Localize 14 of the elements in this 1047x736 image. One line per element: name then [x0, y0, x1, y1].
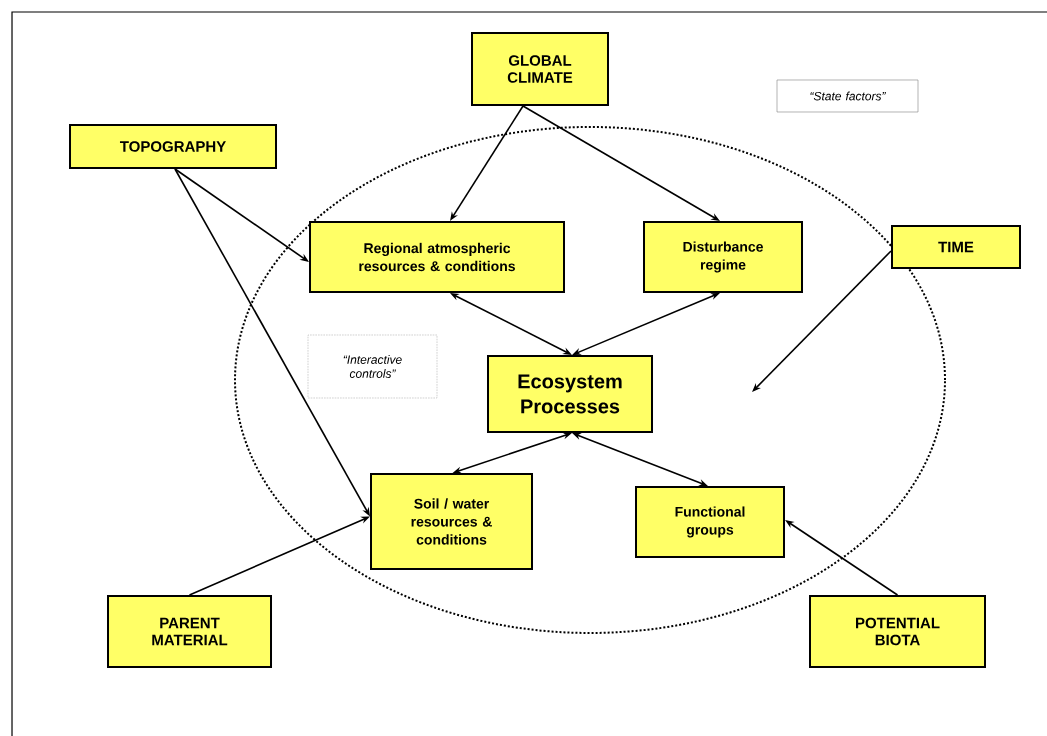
state-factor-box: PARENT MATERIAL: [107, 595, 272, 668]
process-box: Ecosystem Processes: [487, 355, 653, 433]
control-box: Functional groups: [635, 486, 785, 558]
state-factor-box: POTENTIAL BIOTA: [809, 595, 986, 668]
state-factor-box: TOPOGRAPHY: [69, 124, 277, 169]
control-box: Regional atmospheric resources & conditions: [309, 221, 565, 293]
control-box: Soil / water resources & conditions: [370, 473, 533, 570]
note-box: “Interactive controls”: [307, 334, 438, 399]
control-box: Disturbance regime: [643, 221, 803, 293]
note-box: “State factors”: [776, 79, 919, 113]
arrow: [174, 168, 309, 262]
state-factor-box: TIME: [891, 225, 1021, 269]
state-factor-box: GLOBAL CLIMATE: [471, 32, 609, 106]
arrow: [752, 250, 892, 392]
